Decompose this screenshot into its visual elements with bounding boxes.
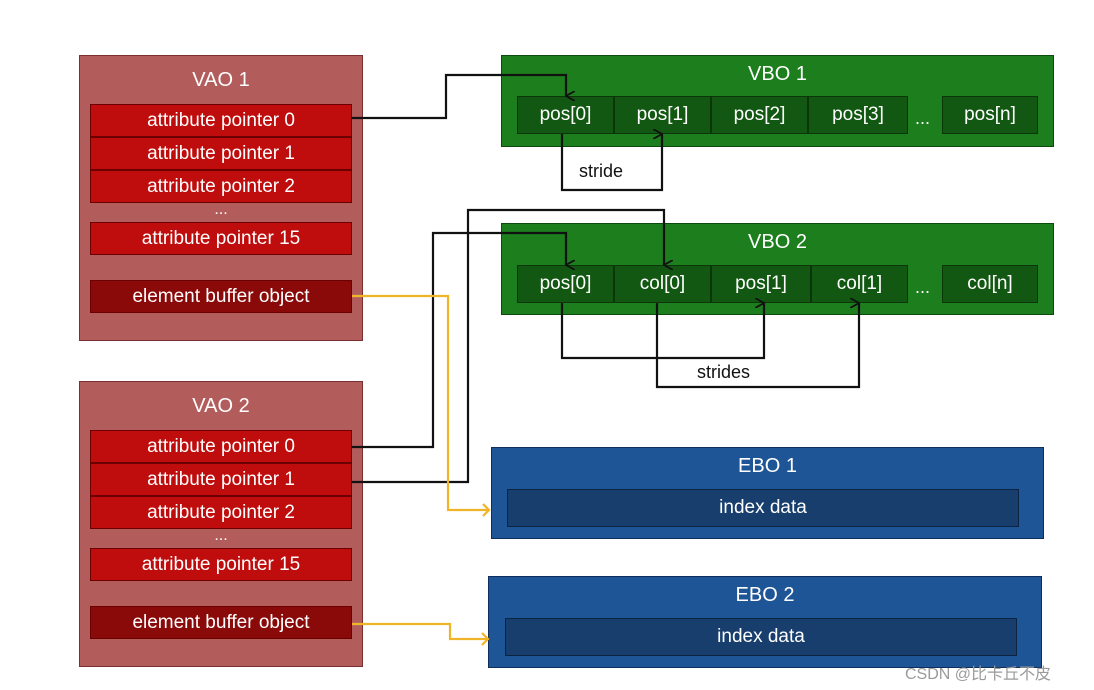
ebo-2-title: EBO 2 xyxy=(735,584,795,606)
vbo-1-cell-pos-0: pos[0] xyxy=(517,96,614,134)
vao-2-attribute-pointer-0: attribute pointer 0 xyxy=(90,430,352,463)
vbo-2-strides-label: strides xyxy=(695,362,753,383)
vbo-1-title: VBO 1 xyxy=(748,63,807,85)
vbo-2-cell-col-n: col[n] xyxy=(942,265,1038,303)
wire-vao1-ebo-to-ebo1 xyxy=(352,294,489,512)
vbo-1-stride-label: stride xyxy=(577,161,626,182)
vao-1-element-buffer-object: element buffer object xyxy=(90,280,352,313)
vao-1-attribute-pointer-0: attribute pointer 0 xyxy=(90,104,352,137)
ebo-1-index-data: index data xyxy=(507,489,1019,527)
vbo-1-cell-pos-2: pos[2] xyxy=(711,96,808,134)
watermark: CSDN @比卡丘不皮 xyxy=(905,666,1052,683)
vbo-1-ellipsis: ... xyxy=(915,108,931,128)
vao-1-title: VAO 1 xyxy=(192,69,250,91)
vbo-1-cell-pos-1: pos[1] xyxy=(614,96,711,134)
vao-2-attribute-pointer-2: attribute pointer 2 xyxy=(90,496,352,529)
vao-2-element-buffer-object: element buffer object xyxy=(90,606,352,639)
arrow-ebo1 xyxy=(482,503,491,517)
wire-vao2-ebo-to-ebo2 xyxy=(352,622,488,641)
wire-vbo2-col-stride xyxy=(655,303,861,389)
vao-2-ellipsis: ... xyxy=(214,527,228,544)
vao-1-attribute-pointer-15: attribute pointer 15 xyxy=(90,222,352,255)
vao-1-attribute-pointer-2: attribute pointer 2 xyxy=(90,170,352,203)
vbo-2-cell-pos-0: pos[0] xyxy=(517,265,614,303)
ebo-2-index-data: index data xyxy=(505,618,1017,656)
vbo-2-ellipsis: ... xyxy=(915,277,931,297)
vbo-2-cell-pos-1: pos[1] xyxy=(711,265,811,303)
vao-2-attribute-pointer-15: attribute pointer 15 xyxy=(90,548,352,581)
vao-2-attribute-pointer-1: attribute pointer 1 xyxy=(90,463,352,496)
vao-1-ellipsis: ... xyxy=(214,201,228,218)
vbo-2-cell-col-1: col[1] xyxy=(811,265,908,303)
ebo-1-title: EBO 1 xyxy=(738,455,797,477)
vao-2-title: VAO 2 xyxy=(192,395,250,417)
vbo-2-cell-col-0: col[0] xyxy=(614,265,711,303)
vbo-2-title: VBO 2 xyxy=(748,231,807,253)
vao-1-attribute-pointer-1: attribute pointer 1 xyxy=(90,137,352,170)
vbo-1-cell-pos-3: pos[3] xyxy=(808,96,908,134)
vbo-1-cell-pos-n: pos[n] xyxy=(942,96,1038,134)
